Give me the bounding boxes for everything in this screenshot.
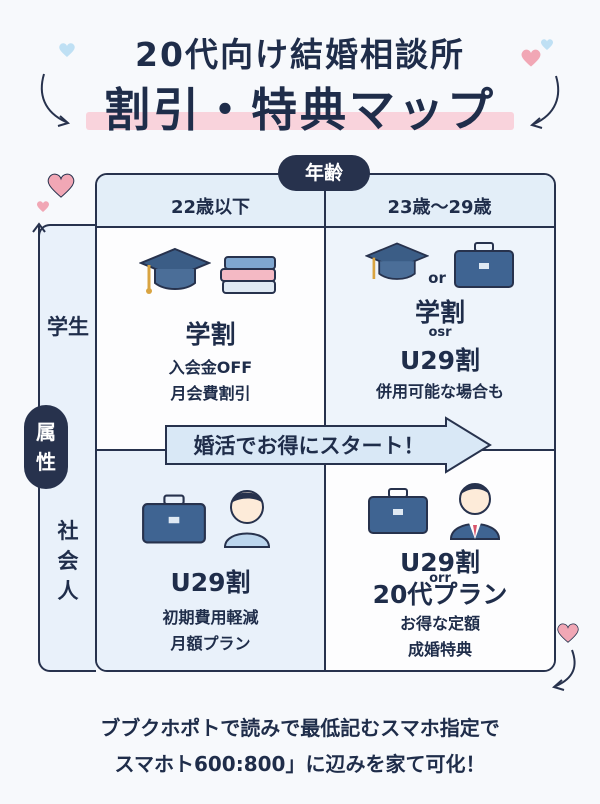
briefcase-icon (368, 488, 428, 534)
curved-arrow-icon (551, 649, 576, 691)
person-icon (223, 490, 271, 548)
q4-line2: 成婚特典 (407, 640, 472, 659)
briefcase-icon (454, 242, 514, 288)
curved-arrow-icon (529, 75, 560, 129)
q2-title: 学割 (414, 298, 465, 327)
q2-title2: U29割 (399, 346, 481, 375)
cell-worker-22-under (97, 451, 324, 670)
attribute-axis-badge: 属性 (24, 405, 68, 489)
title-line-1: 20代向け結婚相談所 (135, 35, 465, 74)
q4-line1: お得な定額 (399, 614, 480, 633)
row-label-worker: 社会人 (57, 519, 79, 603)
q4-title: U29割 (399, 548, 481, 577)
title-line-2-wrap: 割引・特典マップ (86, 74, 514, 137)
map-grid: 22歳以下 23歳〜29歳 学割 入会金OFF 月会費割引 or 学割 osr … (95, 173, 556, 672)
q4-title2: 20代プラン (372, 580, 508, 609)
briefcase-icon (142, 494, 206, 544)
footer-line-2: スマホト600:800」に辺みを家て可化！ (114, 752, 486, 776)
heart-icon (557, 623, 579, 643)
cell-student-22-under (97, 228, 324, 449)
q4-or-mid: orr (429, 571, 451, 586)
curved-arrow-icon (40, 73, 71, 127)
age-axis-badge: 年齢 (278, 155, 370, 191)
cell-worker-23-29 (326, 451, 554, 670)
businessman-icon (449, 483, 501, 540)
cell-student-23-29 (326, 228, 554, 449)
title-line-2: 割引・特典マップ (104, 83, 496, 137)
q2-or-mid: osr (428, 325, 452, 340)
q1-line2: 月会費割引 (170, 384, 251, 403)
footer-line-1: ブブクホポトで読みで最低記むスマホ指定で (100, 716, 500, 740)
heart-icon (540, 39, 554, 50)
divider-vertical (324, 175, 326, 670)
col-header-23-29: 23歳〜29歳 (387, 197, 492, 218)
divider-header (97, 226, 554, 228)
graduation-cap-icon (365, 242, 429, 280)
q3-line2: 月額プラン (170, 634, 251, 653)
q1-line1: 入会金OFF (168, 358, 253, 377)
col-header-22-under: 22歳以下 (170, 197, 251, 218)
heart-icon (47, 173, 75, 198)
heart-icon (59, 43, 75, 57)
arrow-text: 婚活でお得にスタート！ (193, 434, 425, 458)
q3-title: U29割 (170, 568, 251, 597)
up-arrow-icon (32, 222, 46, 250)
row-label-student: 学生 (47, 315, 89, 339)
q1-title: 学割 (185, 320, 236, 349)
q2-or-label: or (428, 269, 446, 287)
start-arrow: 婚活でお得にスタート！ (164, 416, 492, 474)
right-arrow-shape (165, 416, 492, 474)
q3-line1: 初期費用軽減 (162, 608, 259, 627)
title-highlight (86, 112, 514, 130)
books-icon (220, 256, 276, 294)
q2-note: 併用可能な場合も (375, 382, 504, 401)
graduation-cap-icon (139, 247, 211, 294)
heart-icon (521, 49, 541, 67)
heart-icon (36, 201, 50, 212)
